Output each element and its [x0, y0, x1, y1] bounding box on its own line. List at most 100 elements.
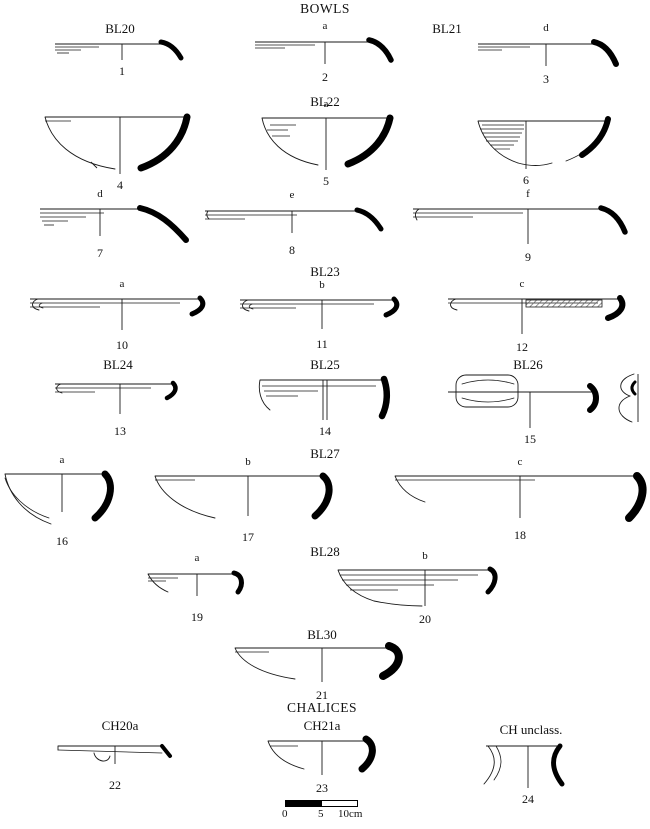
vessel-drawing — [44, 113, 191, 174]
variant-label: b — [422, 550, 428, 562]
type-heading-ch-unclass: CH unclass. — [499, 722, 563, 737]
vessel-drawing — [261, 114, 394, 170]
vessel-drawing — [154, 472, 333, 520]
scale-label-10: 10cm — [338, 808, 363, 820]
scale-segment-0-5 — [286, 801, 322, 806]
item-number: 2 — [322, 70, 328, 84]
section-title-chalices: CHALICES — [286, 700, 358, 715]
item-number: 13 — [114, 424, 126, 438]
vessel-drawing — [57, 744, 172, 764]
item-number: 17 — [242, 530, 254, 544]
item-number: 18 — [514, 528, 526, 542]
item-number: 15 — [524, 432, 536, 446]
vessel-drawing — [258, 375, 390, 420]
vessel-drawing — [40, 205, 189, 243]
item-number: 24 — [522, 792, 534, 806]
vessel-item-24: 24 — [478, 740, 570, 806]
variant-label: a — [59, 454, 65, 466]
type-heading-bl21: BL21 — [432, 21, 462, 36]
variant-label: a — [322, 20, 328, 32]
vessel-drawing — [147, 570, 244, 596]
item-number: 23 — [316, 781, 328, 795]
variant-label: a — [194, 552, 200, 564]
item-number: 1 — [119, 64, 125, 78]
item-number: 4 — [117, 178, 123, 192]
type-heading-bl27: BL27 — [310, 446, 340, 461]
vessel-drawing — [448, 373, 639, 428]
type-heading-bl24: BL24 — [103, 357, 133, 372]
item-number: 6 — [523, 173, 529, 187]
type-heading-bl23: BL23 — [310, 264, 340, 279]
item-number: 8 — [289, 243, 295, 257]
vessel-drawing — [477, 116, 611, 169]
vessel-drawing — [55, 380, 178, 414]
type-heading-ch21a: CH21a — [303, 718, 341, 733]
item-number: 16 — [56, 534, 68, 548]
variant-label: c — [517, 456, 523, 468]
vessel-drawing — [4, 470, 114, 525]
vessel-item-19: a 19 — [147, 552, 250, 624]
type-heading-ch20a: CH20a — [101, 718, 139, 733]
vessel-item-22: 22 — [57, 738, 176, 792]
variant-label: d — [97, 188, 103, 200]
vessel-drawing — [234, 642, 403, 682]
type-heading-bl26: BL26 — [513, 357, 543, 372]
item-number: 21 — [316, 688, 328, 702]
item-number: 5 — [323, 174, 329, 188]
vessel-drawing — [255, 37, 394, 64]
vessel-drawing — [55, 39, 184, 61]
item-number: 9 — [525, 250, 531, 264]
variant-label: a — [323, 98, 329, 110]
vessel-drawing — [483, 743, 565, 788]
variant-label: c — [519, 278, 525, 290]
scale-label-0: 0 — [282, 808, 288, 820]
vessel-drawing — [448, 295, 626, 334]
type-heading-bl25: BL25 — [310, 357, 340, 372]
item-number: 11 — [316, 337, 328, 351]
variant-label: a — [119, 278, 125, 290]
vessel-item-4: 4 — [44, 112, 191, 192]
variant-label: e — [289, 189, 295, 201]
variant-label: b — [245, 456, 251, 468]
type-heading-bl30: BL30 — [307, 627, 337, 642]
variant-label: d — [543, 22, 549, 34]
vessel-drawing — [413, 205, 628, 244]
vessel-item-6: 6 — [477, 115, 611, 187]
item-number: 3 — [543, 72, 549, 86]
type-heading-bl22: BL22 — [310, 94, 340, 109]
item-number: 22 — [109, 778, 121, 792]
vessel-drawing — [267, 735, 376, 775]
vessel-item-13: 13 — [55, 376, 178, 438]
vessel-item-16: a 16 — [4, 454, 117, 548]
variant-label: f — [526, 188, 530, 200]
item-number: 7 — [97, 246, 103, 260]
vessel-drawing — [337, 566, 498, 607]
scale-label-5: 5 — [318, 808, 324, 820]
vessel-item-14: 14 — [258, 374, 390, 438]
item-number: 10 — [116, 338, 128, 352]
item-number: 19 — [191, 610, 203, 624]
vessel-drawing — [205, 207, 384, 233]
scale-bar-track — [285, 800, 358, 807]
item-number: 12 — [516, 340, 528, 354]
item-number: 20 — [419, 612, 431, 626]
item-number: 14 — [319, 424, 331, 438]
vessel-drawing — [478, 39, 619, 67]
vessel-item-23: 23 — [267, 735, 380, 795]
type-heading-bl20: BL20 — [105, 21, 135, 36]
vessel-drawing — [240, 296, 400, 329]
vessel-item-10: a 10 — [30, 278, 206, 352]
figure-title: BOWLS — [300, 1, 350, 16]
vessel-item-12: c 12 — [448, 278, 626, 354]
vessel-item-17: b 17 — [154, 456, 335, 544]
type-heading-bl28: BL28 — [310, 544, 340, 559]
vessel-item-20: b 20 — [337, 550, 510, 626]
scale-bar: 0 5 10cm — [282, 800, 362, 821]
